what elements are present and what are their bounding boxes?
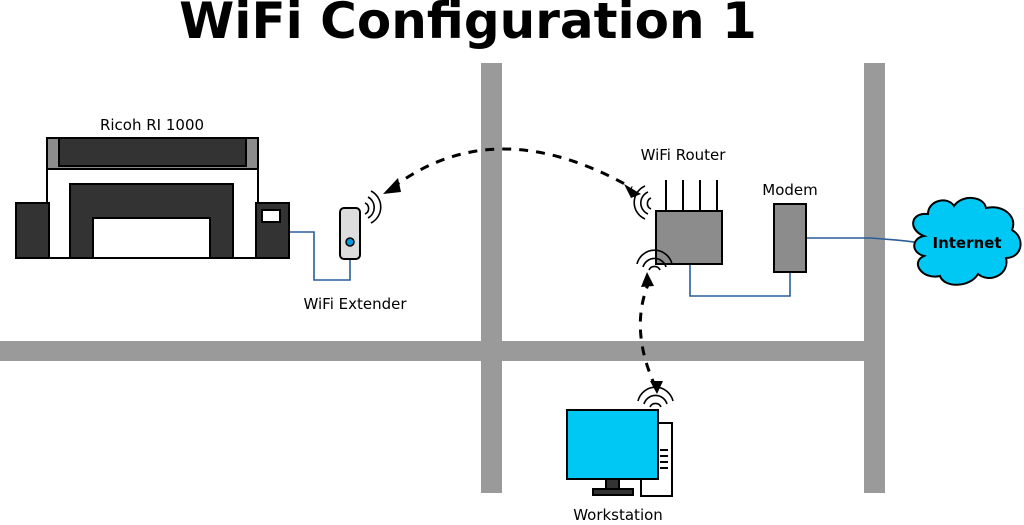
wall-horizontal: [0, 341, 866, 361]
workstation-signal-icon: [637, 386, 674, 408]
wifi-router: [655, 180, 723, 265]
link-arrowheads: [383, 178, 663, 394]
cables: [289, 231, 923, 297]
printer-left-side: [15, 202, 50, 259]
modem: [773, 203, 807, 273]
workstation-label: Workstation: [573, 506, 663, 524]
monitor-neck: [605, 478, 620, 490]
wireless-links: [391, 147, 658, 389]
monitor-base: [592, 488, 634, 496]
wireless-link-extender-router: [391, 147, 633, 190]
printer-control-panel: [261, 209, 281, 223]
cable-router-modem: [689, 264, 791, 297]
extender-indicator-light: [345, 237, 355, 247]
arrowhead-router-bottom: [641, 272, 654, 287]
printer: [15, 137, 290, 259]
router-signal-icon-bottom: [636, 249, 673, 271]
extender-signal-icon: [364, 190, 382, 224]
internet-cloud: [912, 197, 1022, 286]
arrowhead-extender: [383, 178, 401, 194]
monitor-screen: [566, 409, 659, 480]
walls: [0, 63, 885, 493]
printer-tray: [92, 217, 211, 259]
wireless-link-router-workstation: [638, 279, 658, 389]
diagram-title: WiFi Configuration 1: [179, 0, 757, 50]
internet-label: Internet: [932, 234, 1001, 252]
wall-vertical-left: [481, 63, 502, 493]
extender-label: WiFi Extender: [303, 295, 407, 313]
wall-vertical-right: [864, 63, 885, 493]
workstation: [566, 409, 673, 497]
printer-top-slot: [58, 137, 247, 167]
wifi-extender: [339, 207, 361, 260]
router-signal-icon-top: [633, 185, 652, 220]
router-label: WiFi Router: [641, 146, 727, 164]
printer-label: Ricoh RI 1000: [100, 116, 204, 134]
router-body: [655, 210, 723, 265]
modem-label: Modem: [762, 181, 817, 199]
cable-printer-extender: [289, 231, 351, 281]
extender-body: [339, 207, 361, 260]
